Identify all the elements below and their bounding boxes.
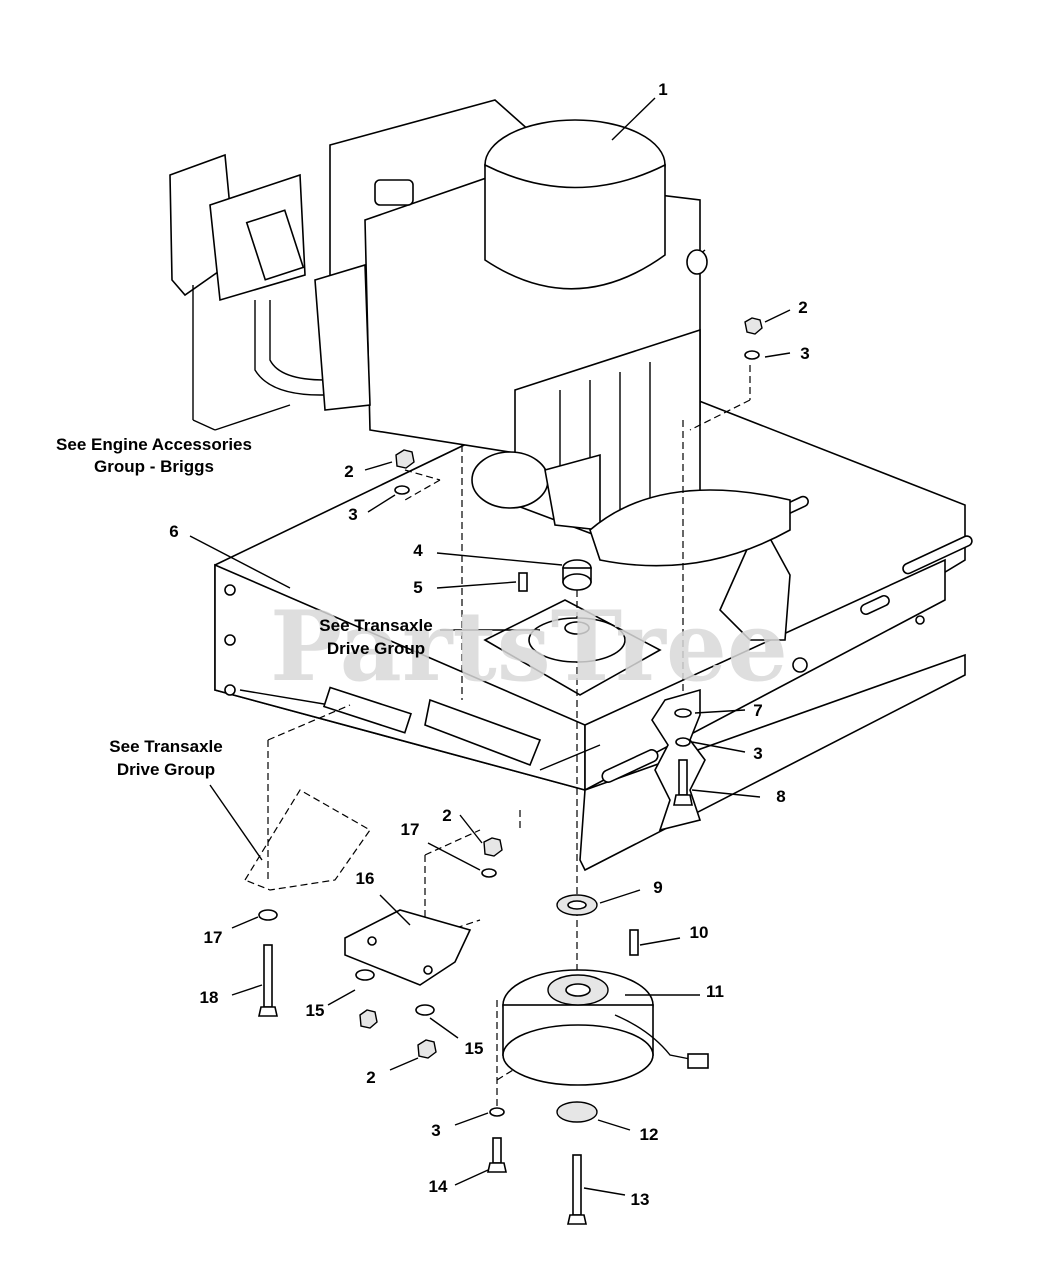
callout-15: 15: [306, 1001, 325, 1020]
callout-2: 2: [344, 462, 353, 481]
note-transaxle-top-line2: Drive Group: [327, 639, 425, 658]
engine-accessories-bracket: [192, 285, 291, 431]
callout-2: 2: [798, 298, 807, 317]
note-transaxle-top-line1: See Transaxle: [319, 616, 432, 635]
callout-5: 5: [413, 578, 422, 597]
hardware: [258, 317, 763, 1225]
callout-3: 3: [800, 344, 809, 363]
callout-7: 7: [753, 701, 762, 720]
note-transaxle-left-line2: Drive Group: [117, 760, 215, 779]
watermark: PartsTree: [270, 590, 788, 703]
leader-lines: [189, 97, 791, 1196]
note-transaxle-left-line1: See Transaxle: [109, 737, 222, 756]
callout-11: 11: [706, 982, 724, 1001]
callout-8: 8: [776, 787, 785, 806]
callout-17: 17: [204, 928, 223, 947]
note-engine-accessories-line1: See Engine Accessories: [56, 435, 252, 454]
callout-15: 15: [465, 1039, 484, 1058]
callout-2: 2: [442, 806, 451, 825]
callout-2: 2: [366, 1068, 375, 1087]
callout-3: 3: [348, 505, 357, 524]
callout-12: 12: [640, 1125, 659, 1144]
callout-3: 3: [431, 1121, 440, 1140]
callout-10: 10: [690, 923, 709, 942]
callout-1: 1: [658, 80, 667, 99]
engine: [169, 99, 791, 567]
callout-14: 14: [429, 1177, 448, 1196]
callout-16: 16: [356, 869, 375, 888]
callout-6: 6: [169, 522, 178, 541]
callout-9: 9: [653, 878, 662, 897]
callout-13: 13: [631, 1190, 650, 1209]
note-engine-accessories-line2: Group - Briggs: [94, 457, 214, 476]
callout-18: 18: [200, 988, 219, 1007]
callout-4: 4: [413, 541, 423, 560]
callout-3: 3: [753, 744, 762, 763]
callout-17: 17: [401, 820, 420, 839]
